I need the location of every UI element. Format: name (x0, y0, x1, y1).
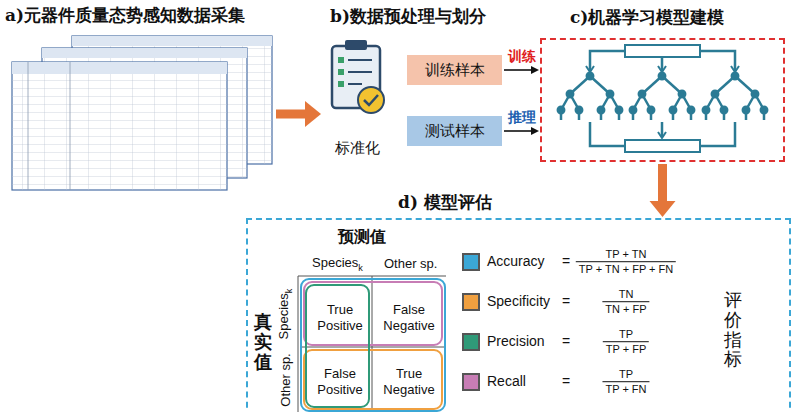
cell-text: False Negative (378, 302, 440, 333)
panel-heading: b)数据预处理与划分 (330, 5, 486, 28)
standardize-icon: 标准化 (322, 36, 392, 158)
numerator: TN (616, 287, 637, 301)
connector-arrow (650, 164, 676, 217)
equals-sign: = (562, 253, 570, 269)
class-label: Speciesk (312, 255, 363, 273)
class-name: Species (276, 293, 291, 339)
axis-title: 预测值 (338, 227, 386, 248)
equals-sign: = (562, 373, 570, 389)
fraction-bar (602, 302, 649, 303)
panel-heading: a)元器件质量态势感知数据采集 (5, 4, 245, 27)
legend-swatch (462, 373, 480, 391)
formula-fraction: TP TP + FN (602, 367, 649, 397)
fraction-bar (603, 342, 649, 343)
equals-sign: = (562, 293, 570, 309)
panel-heading: d) 模型评估 (398, 191, 492, 214)
legend-text: Accuracy (487, 253, 545, 269)
legend-text: Precision (487, 333, 545, 349)
data-collection-panel: a)元器件质量态势感知数据采集 (12, 36, 274, 192)
class-label: Other sp. (278, 353, 293, 406)
legend-swatch (462, 253, 480, 271)
connector-arrow (504, 127, 539, 135)
fraction-bar (576, 262, 676, 263)
test-sample-box: 测试样本 (407, 116, 502, 146)
edge-label: 推理 (507, 109, 537, 127)
matrix-cell: True Positive (312, 292, 368, 344)
axis-title: 真实值 (254, 312, 272, 371)
tree-ensemble (558, 45, 767, 152)
cell-text: False Positive (312, 366, 368, 397)
edge-label: 训练 (507, 48, 537, 66)
matrix-cell: False Positive (312, 357, 368, 407)
subscript: k (358, 263, 363, 273)
train-sample-box: 训练样本 (407, 55, 502, 85)
panel-heading: c)机器学习模型建模 (570, 6, 724, 29)
side-title: 评价指标 (724, 290, 742, 369)
denominator: TN + FP (602, 303, 649, 317)
box-label: 训练样本 (425, 61, 485, 79)
box-label: 测试样本 (425, 122, 485, 140)
clipboard-icon (332, 40, 384, 113)
numerator: TP (616, 367, 636, 381)
connector-arrow (504, 66, 539, 74)
denominator: TP + FN (602, 383, 649, 397)
formula-fraction: TP + TN TP + TN + FP + FN (576, 247, 676, 277)
matrix-cell: True Negative (378, 357, 440, 407)
icon-label: 标准化 (322, 139, 392, 158)
numerator: TP (616, 327, 636, 341)
model-region: c)机器学习模型建模 (540, 38, 785, 162)
cell-text: True Negative (378, 366, 440, 397)
fraction-bar (602, 382, 649, 383)
denominator: TP + FP (603, 343, 649, 357)
legend-swatch (462, 293, 480, 311)
denominator: TP + TN + FP + FN (576, 263, 676, 277)
connector-arrow (276, 101, 321, 127)
matrix-cell: False Negative (378, 292, 440, 344)
spreadsheet-stack (12, 36, 272, 190)
formula-fraction: TP TP + FP (603, 327, 649, 357)
class-name: Species (312, 255, 358, 270)
legend-text: Recall (487, 373, 526, 389)
class-label: Other sp. (384, 256, 437, 271)
subscript: k (284, 289, 294, 294)
legend-swatch (462, 333, 480, 351)
cell-text: True Positive (312, 302, 368, 333)
formula-fraction: TN TN + FP (602, 287, 649, 317)
equals-sign: = (562, 333, 570, 349)
legend-text: Specificity (487, 293, 550, 309)
numerator: TP + TN (603, 247, 650, 261)
class-label: Speciesk (276, 289, 294, 340)
confusion-matrix-grid (298, 276, 446, 412)
